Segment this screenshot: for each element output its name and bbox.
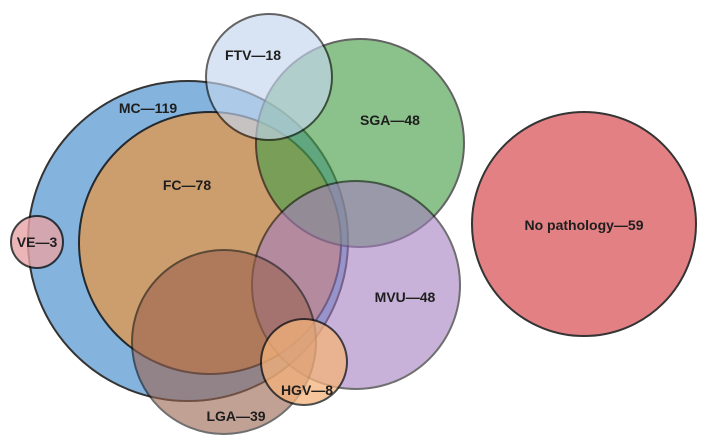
hgv-circle bbox=[260, 318, 348, 406]
ve-circle bbox=[10, 215, 64, 269]
ftv-circle bbox=[205, 13, 333, 141]
hgv-label: HGV—8 bbox=[281, 382, 333, 398]
mvu-label: MVU—48 bbox=[375, 289, 436, 305]
no-pathology-circle bbox=[471, 111, 697, 337]
sga-label: SGA—48 bbox=[360, 112, 420, 128]
ve-label: VE—3 bbox=[17, 234, 58, 250]
label-layer: MC—119 FC—78 SGA—48 MVU—48 LGA—39 FTV—18… bbox=[17, 47, 644, 424]
no-pathology-label: No pathology—59 bbox=[524, 217, 643, 233]
mc-label: MC—119 bbox=[119, 100, 178, 116]
lga-label: LGA—39 bbox=[206, 408, 265, 424]
ftv-label: FTV—18 bbox=[225, 47, 281, 63]
circle-layer bbox=[10, 13, 697, 435]
fc-label: FC—78 bbox=[163, 177, 211, 193]
